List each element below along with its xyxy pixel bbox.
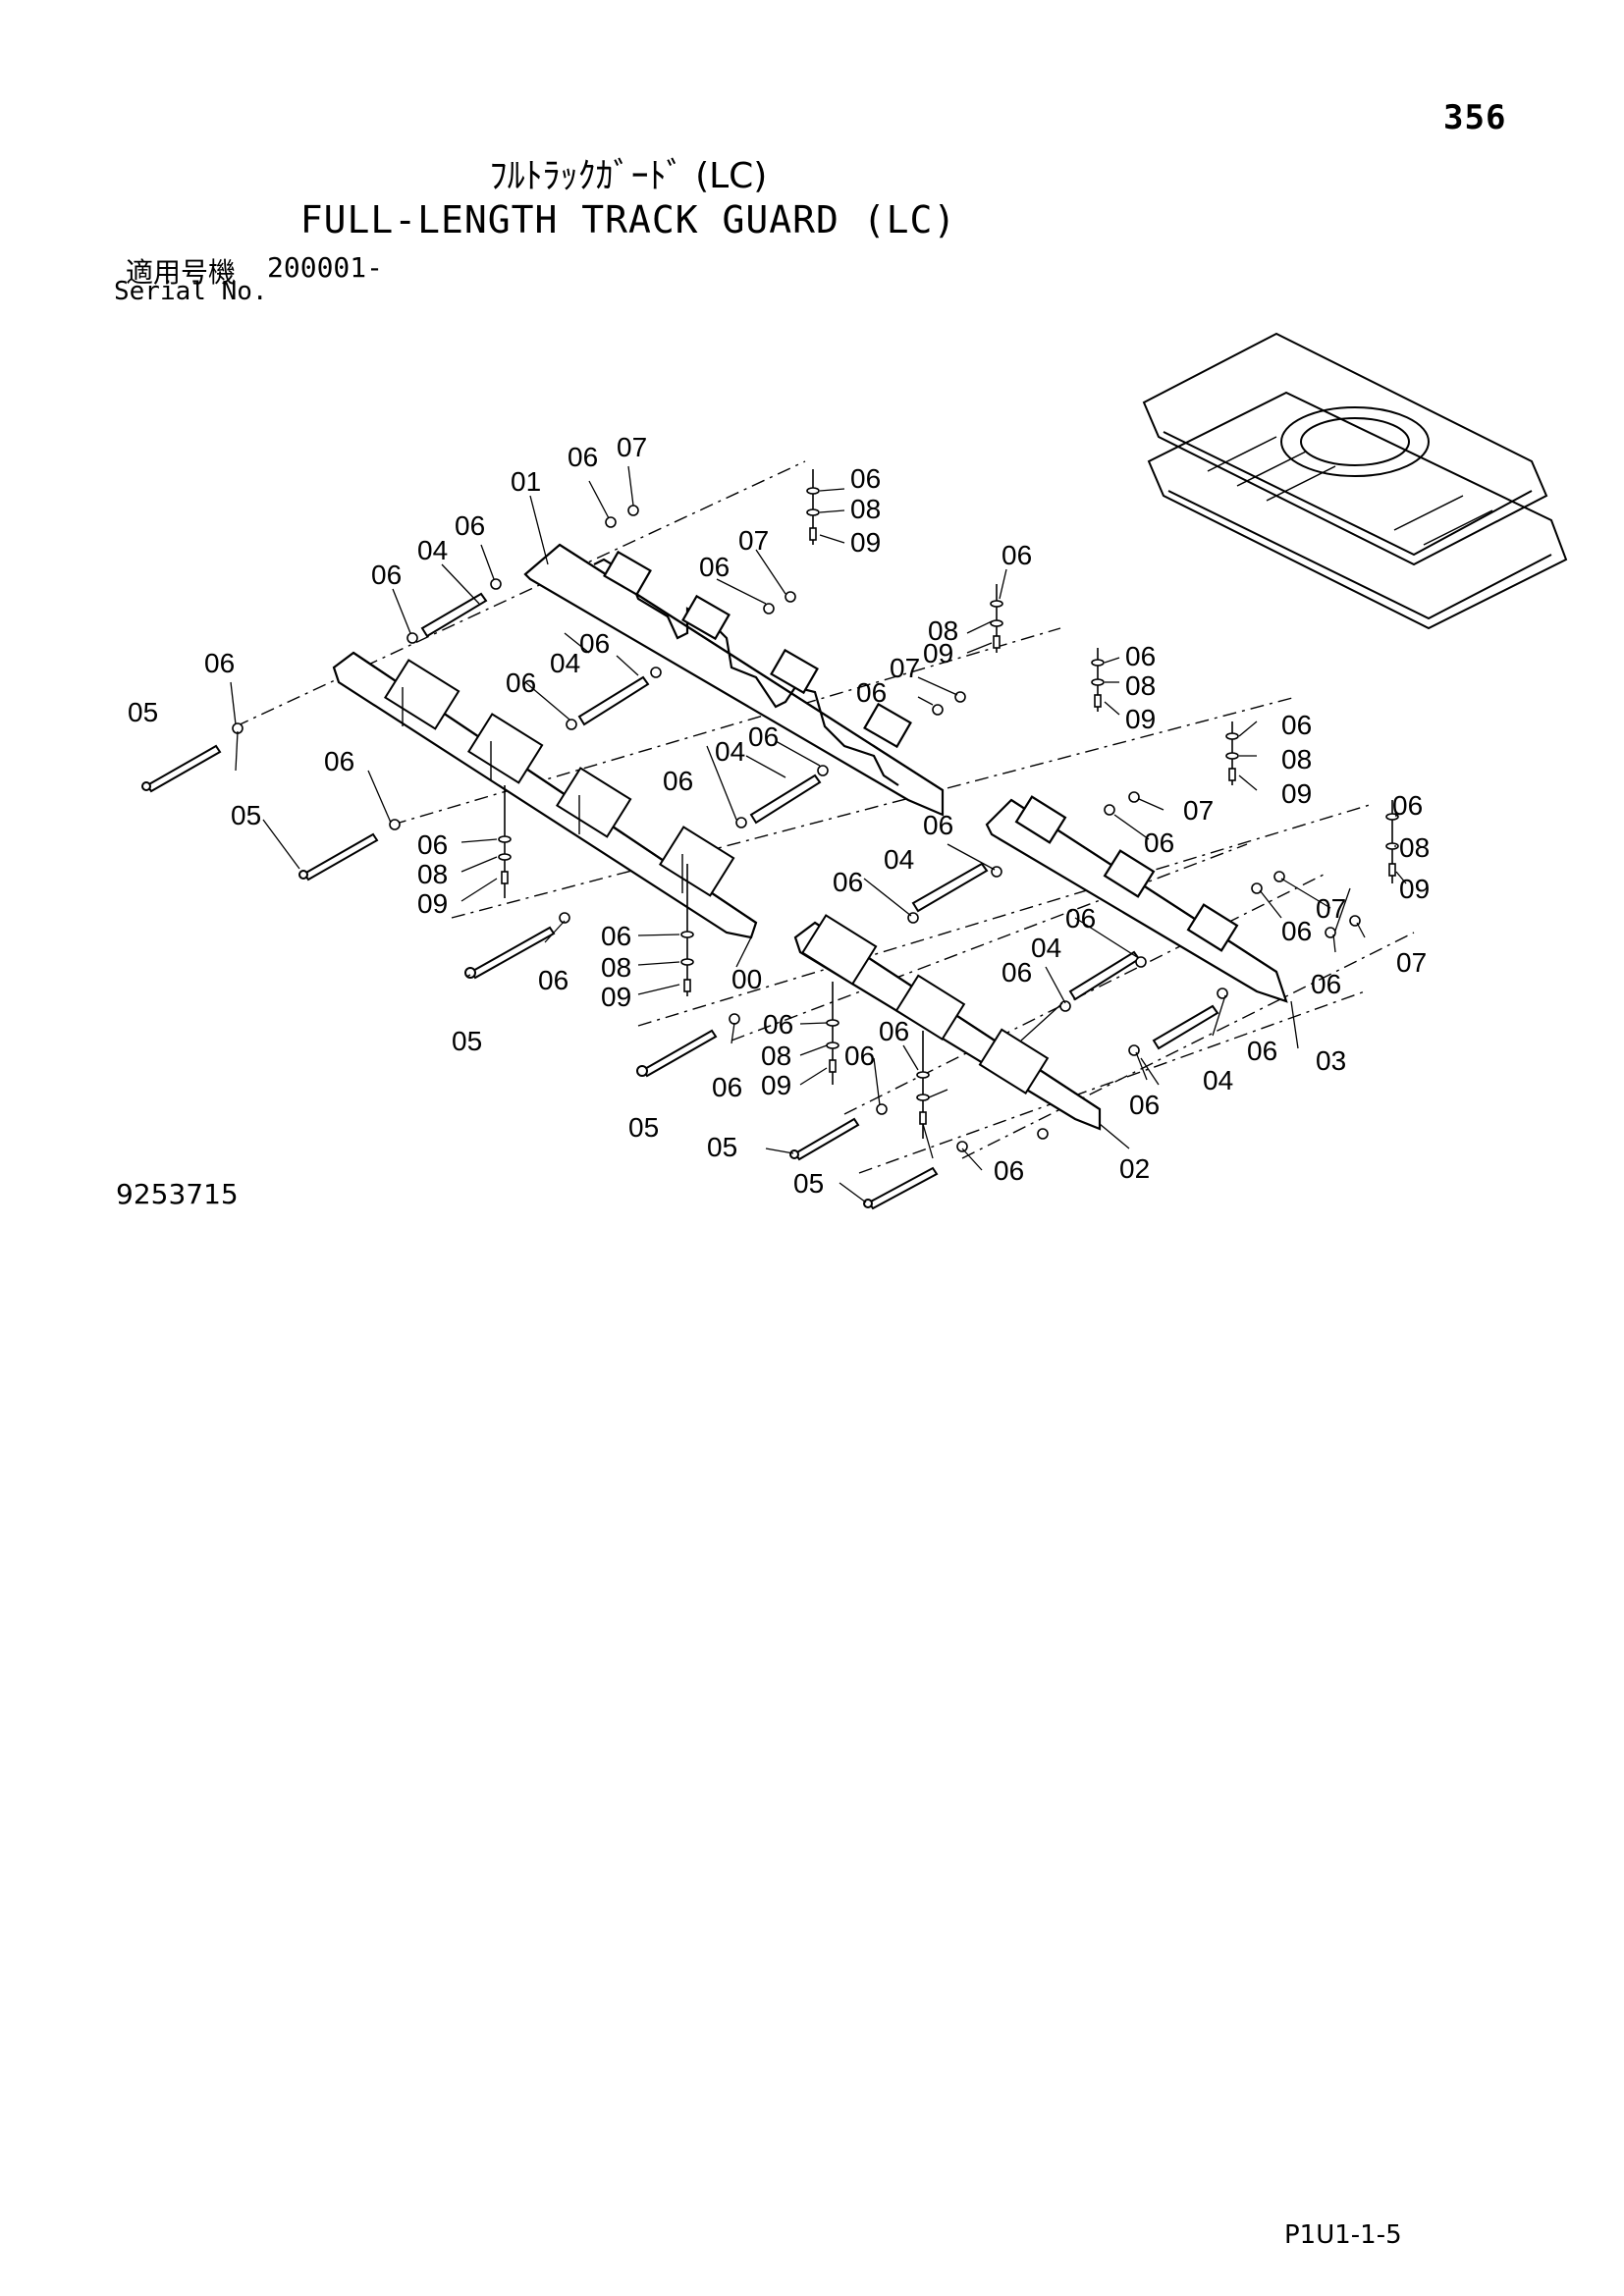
callout: 04 (1203, 1065, 1233, 1095)
callout: 06 (1001, 957, 1032, 988)
callout: 06 (833, 867, 863, 897)
callout: 06 (455, 510, 485, 541)
callout: 06 (579, 628, 610, 659)
callout: 02 (1119, 1153, 1150, 1184)
callout: 09 (850, 527, 881, 558)
callout: 04 (884, 844, 914, 875)
callout: 06 (763, 1009, 793, 1040)
callout: 06 (601, 921, 631, 951)
callout: 06 (856, 677, 887, 708)
callout: 09 (1125, 704, 1156, 734)
callout: 09 (1281, 778, 1312, 809)
callout: 05 (793, 1168, 824, 1199)
fastener-stacks (232, 469, 1399, 1152)
callout: 06 (923, 810, 953, 840)
serial-value: 200001- (267, 251, 384, 284)
callout: 06 (844, 1041, 875, 1071)
callout: 07 (1316, 893, 1346, 924)
callout: 08 (1281, 744, 1312, 774)
track-guard-03 (985, 795, 1288, 1003)
drawing-number: 9253715 (116, 1178, 239, 1210)
callout: 04 (715, 736, 745, 767)
callout: 06 (1129, 1090, 1160, 1120)
track-guard-01 (523, 543, 945, 817)
page-number: 356 (1443, 98, 1507, 137)
callout: 06 (568, 442, 598, 472)
callout: 05 (628, 1112, 659, 1143)
callout: 05 (231, 800, 261, 830)
callout: 04 (417, 535, 448, 565)
callout: 07 (890, 653, 920, 683)
callout: 09 (761, 1070, 791, 1100)
callout: 07 (738, 525, 769, 556)
callout: 09 (601, 982, 631, 1012)
callout: 08 (928, 615, 958, 646)
sheet-reference: P1U1-1-5 (1284, 2220, 1402, 2250)
callout: 08 (417, 859, 448, 889)
callout: 05 (128, 697, 158, 727)
callout: 06 (1065, 903, 1096, 934)
callout: 07 (617, 432, 647, 462)
callout: 06 (712, 1072, 742, 1102)
callout: 06 (1001, 540, 1032, 570)
callout: 06 (371, 560, 402, 590)
track-guard-00 (332, 651, 758, 939)
title-japanese: ﾌﾙﾄﾗｯｸｶﾞｰﾄﾞ (LC) (489, 156, 768, 196)
callout: 05 (707, 1132, 737, 1162)
assembly-leader-lines (235, 460, 1415, 1174)
callout: 06 (994, 1155, 1024, 1186)
callout: 08 (761, 1041, 791, 1071)
callout: 00 (731, 964, 762, 994)
callout: 07 (1183, 795, 1214, 826)
callout: 06 (1311, 969, 1341, 999)
callout: 06 (506, 667, 536, 698)
callout: 06 (204, 648, 235, 678)
callout: 06 (748, 721, 779, 752)
callout: 06 (417, 829, 448, 860)
callout-labels: 01 02 03 00 04 04 04 04 04 04 05 05 05 0… (128, 432, 1430, 1199)
callout: 06 (324, 746, 354, 776)
callout: 08 (1399, 832, 1430, 863)
callout: 04 (550, 648, 580, 678)
callout: 06 (850, 463, 881, 494)
callout: 06 (1281, 916, 1312, 946)
callout: 06 (1247, 1036, 1277, 1066)
callout: 01 (511, 466, 541, 497)
callout: 06 (1392, 790, 1423, 821)
callout: 08 (1125, 670, 1156, 701)
callout: 06 (663, 766, 693, 796)
callout: 06 (1125, 641, 1156, 671)
callout: 05 (452, 1026, 482, 1056)
callout: 08 (601, 952, 631, 983)
undercarriage-thumbnail (1142, 332, 1568, 630)
callout: 06 (699, 552, 730, 582)
serial-label-english: Serial No. (114, 277, 268, 306)
callout: 06 (1281, 710, 1312, 740)
callout-leaders (230, 465, 1407, 1203)
callout: 08 (850, 494, 881, 524)
title-english: FULL-LENGTH TRACK GUARD (LC) (299, 198, 957, 241)
callout: 03 (1316, 1045, 1346, 1076)
callout: 09 (923, 638, 953, 668)
bolts-05 (141, 744, 939, 1210)
callout: 06 (1144, 828, 1174, 858)
callout: 04 (1031, 933, 1061, 963)
callout: 06 (538, 965, 568, 995)
callout: 07 (1396, 947, 1427, 978)
callout: 09 (417, 888, 448, 919)
track-guard-02 (793, 914, 1102, 1131)
serial-label-japanese: 適用号機 (126, 256, 237, 289)
callout: 06 (879, 1016, 909, 1046)
callout: 09 (1399, 874, 1430, 904)
